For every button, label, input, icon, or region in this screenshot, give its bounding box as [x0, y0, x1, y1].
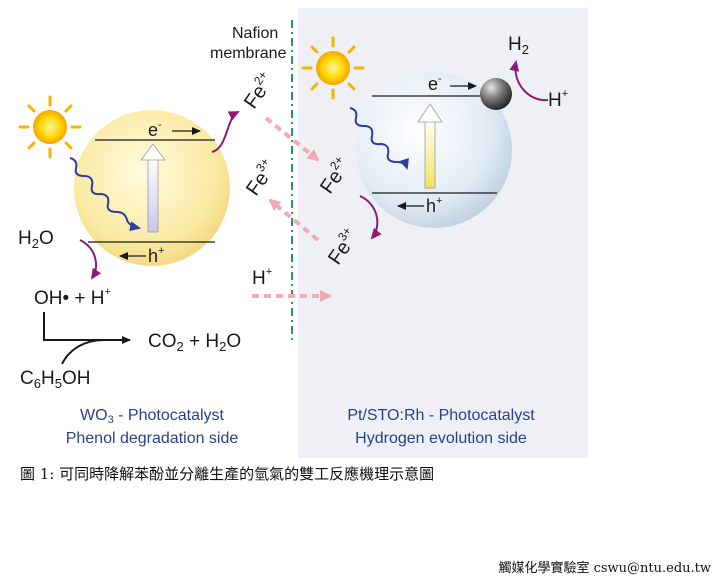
left-sun-icon [18, 95, 82, 159]
left-excitation-arrowhead [140, 143, 166, 161]
left-light-wave [69, 157, 141, 232]
proton-transfer-label: H+ [252, 266, 272, 289]
phenol-label: C6H5OH [20, 368, 90, 391]
hydroxyl-radical-label: OH• + H+ [34, 286, 111, 309]
fe3-shuttle-arrow [268, 198, 320, 242]
figure-caption: 圖 1: 可同時降解苯酚並分離生產的氫氣的雙工反應機理示意圖 [20, 465, 435, 483]
left-electron-label: e- [148, 119, 162, 140]
right-sun-icon [301, 36, 365, 100]
right-excitation-arrowhead [417, 103, 443, 123]
phenol-feed-curve [61, 339, 105, 365]
hydrogen-evolution-arrow [509, 60, 549, 102]
lab-footer: 觸媒化學實驗室 cswu@ntu.edu.tw [498, 561, 711, 576]
co2-water-label: CO2 + H2O [148, 331, 241, 354]
water-label: H2O [18, 228, 54, 251]
right-hole-label: h+ [426, 195, 442, 216]
h2-label: H2 [508, 34, 529, 57]
right-side-title: Pt/STO:Rh - Photocatalyst [347, 407, 535, 424]
water-oxidation-arrow [79, 239, 102, 280]
left-hole-label: h+ [148, 245, 164, 266]
right-light-wave [349, 107, 409, 170]
left-excitation-bar [147, 157, 159, 233]
left-reduction-arrow [211, 111, 240, 153]
right-electron-label: e- [428, 73, 442, 94]
left-side-subtitle: Phenol degradation side [66, 430, 239, 447]
proton-label: H+ [548, 88, 568, 111]
photocatalysis-diagram: Nafion membrane e- h+ Fe2+ Fe3+ Fe2+ [18, 8, 588, 458]
membrane-label-1: Nafion [232, 25, 278, 42]
pt-cocatalyst [480, 78, 512, 110]
right-oxidation-arrow [359, 195, 382, 240]
membrane-label-2: membrane [210, 45, 287, 62]
right-side-subtitle: Hydrogen evolution side [355, 430, 527, 447]
left-side-title: WO3 - Photocatalyst [80, 407, 225, 426]
right-excitation-bar [424, 119, 436, 189]
